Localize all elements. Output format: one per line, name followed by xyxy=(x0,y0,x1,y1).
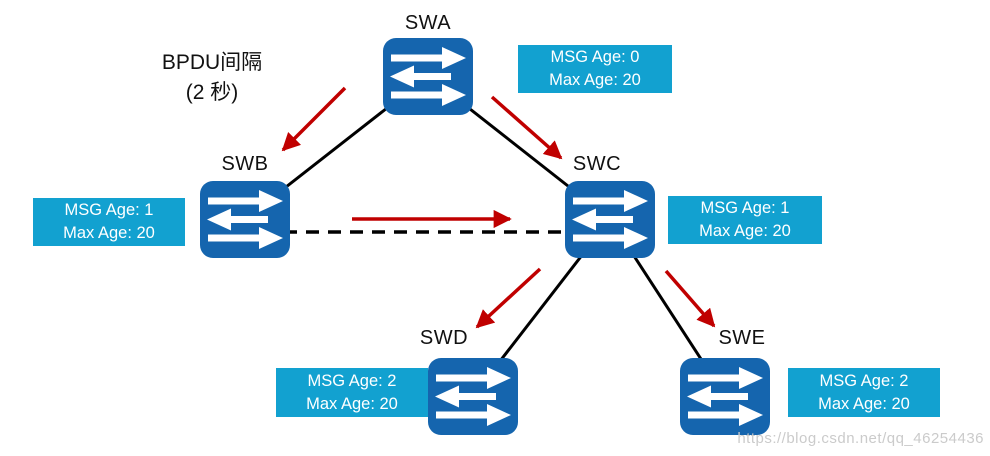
msg-age-value: MSG Age: 1 xyxy=(64,201,154,219)
node-label-swc: SWC xyxy=(572,153,622,175)
bpdu-interval-note-line1: BPDU间隔 xyxy=(161,51,263,74)
node-label-swb: SWB xyxy=(221,153,269,175)
bpdu-arrow-swc-swe xyxy=(664,269,716,328)
msg-age-value: MSG Age: 2 xyxy=(819,371,909,390)
switch-icon-swc xyxy=(565,181,655,258)
bpdu-interval-note: BPDU间隔 (2 秒) xyxy=(142,48,282,108)
max-age-value: Max Age: 20 xyxy=(699,222,791,240)
node-label-swa: SWA xyxy=(404,12,452,34)
bpdu-interval-note-line2: (2 秒) xyxy=(185,81,239,104)
max-age-value: Max Age: 20 xyxy=(818,394,910,413)
msg-age-badge-swd: MSG Age: 2 Max Age: 20 xyxy=(276,368,428,417)
msg-age-value: MSG Age: 2 xyxy=(307,371,397,390)
bpdu-arrow-swc-swd xyxy=(475,267,542,329)
max-age-value: Max Age: 20 xyxy=(549,71,641,89)
watermark-url: https://blog.csdn.net/qq_46254436 xyxy=(737,430,984,447)
bpdu-arrow-swa-swc xyxy=(490,95,563,160)
msg-age-badge-swc: MSG Age: 1 Max Age: 20 xyxy=(668,196,822,244)
switch-icon-swa xyxy=(383,38,473,115)
switch-icon-swd xyxy=(428,358,518,435)
max-age-value: Max Age: 20 xyxy=(63,224,155,242)
msg-age-value: MSG Age: 1 xyxy=(700,199,790,217)
switch-icon-swe xyxy=(680,358,770,435)
switch-icon-swb xyxy=(200,181,290,258)
node-label-swd: SWD xyxy=(419,327,469,349)
msg-age-badge-swa: MSG Age: 0 Max Age: 20 xyxy=(518,45,672,93)
bpdu-arrow-swa-swb xyxy=(281,86,347,152)
msg-age-value: MSG Age: 0 xyxy=(550,48,640,66)
node-label-swe: SWE xyxy=(718,327,766,349)
msg-age-badge-swb: MSG Age: 1 Max Age: 20 xyxy=(33,198,185,246)
msg-age-badge-swe: MSG Age: 2 Max Age: 20 xyxy=(788,368,940,417)
max-age-value: Max Age: 20 xyxy=(306,394,398,413)
